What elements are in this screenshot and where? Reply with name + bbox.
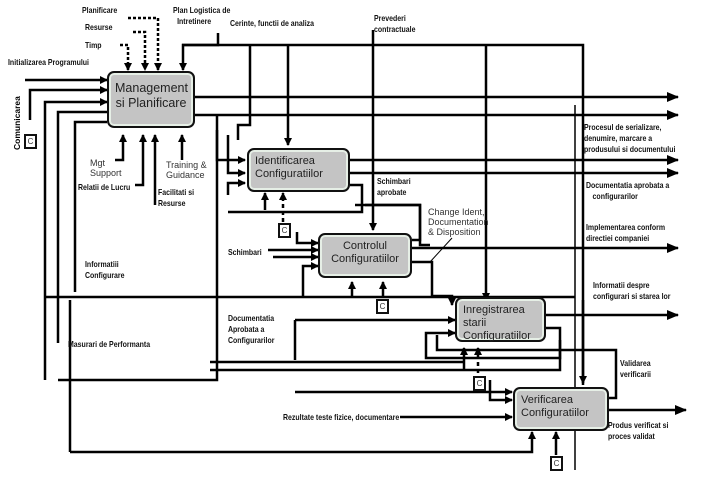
- control-c-inregistrare: C: [473, 376, 486, 391]
- to-ident-2: [226, 135, 246, 177]
- label-change-3: & Disposition: [428, 227, 481, 237]
- label-validarea-1: Validarea: [620, 358, 651, 368]
- input-4: [56, 110, 107, 343]
- top-bus: [182, 43, 585, 385]
- mech-relatii: [135, 134, 147, 187]
- ctrl-out-2: [412, 260, 456, 306]
- change-ident-leader: [429, 237, 453, 263]
- label-informatii-2: Configurare: [85, 270, 125, 280]
- label-produs-1: Produs verificat si: [608, 420, 669, 430]
- label-out-proces-2: denumire, marcare a: [584, 133, 653, 143]
- label-plan-logistica-2: Intretinere: [177, 16, 212, 26]
- label-relatii: Relatii de Lucru: [78, 182, 131, 192]
- ctrl-planificare: [128, 16, 162, 71]
- control-c-verificare: C: [550, 456, 563, 471]
- label-initializare: Initializarea Programului: [8, 57, 89, 67]
- label-out-info-2: configurari si starea lor: [593, 291, 671, 301]
- label-change-1: Change Ident,: [428, 207, 485, 217]
- label-schimbari-aprobate-2: aprobate: [377, 187, 407, 197]
- label-change-2: Documentation: [428, 217, 489, 227]
- label-prevederi-1: Prevederi: [374, 13, 406, 23]
- cerinte-line: [236, 45, 252, 140]
- label-comunicarea: Comunicarea: [12, 96, 22, 150]
- label-facilitati-2: Resurse: [158, 198, 186, 208]
- label-documentatia-3: Configurarilor: [228, 335, 275, 345]
- label-out-doc-1: Documentatia aprobata a: [586, 180, 670, 190]
- label-mgt-support-2: Support: [90, 168, 122, 178]
- ctrl-plan-logistica: [179, 33, 220, 71]
- label-schimbari: Schimbari: [228, 247, 262, 257]
- label-out-doc-2: configurarilor: [592, 191, 638, 201]
- verif-loop: [435, 335, 618, 400]
- ctrl-resurse: [133, 30, 149, 71]
- mech-mgt-support: [115, 134, 127, 162]
- label-training: Training &Guidance: [166, 160, 207, 180]
- label-produs-2: proces validat: [608, 431, 655, 441]
- control-c-identificare: C: [278, 223, 291, 238]
- input-2: [28, 86, 108, 120]
- ctrl-timp: [120, 43, 132, 71]
- label-documentatia-1: Documentatia: [228, 313, 275, 323]
- ctrl-in-4: [301, 262, 319, 296]
- label-prevederi-2: contractuale: [374, 24, 416, 34]
- label-facilitati-1: Facilitati si: [158, 187, 195, 197]
- label-resurse: Resurse: [85, 22, 113, 32]
- ident-loop: [228, 183, 364, 214]
- label-schimbari-aprobate-1: Schimbari: [377, 176, 411, 186]
- bus-left: [58, 130, 219, 382]
- label-training-2: Guidance: [166, 170, 205, 180]
- label-out-impl-1: Implementarea conform: [586, 222, 666, 232]
- verif-mech-1: [70, 431, 536, 454]
- label-cerinte: Cerinte, functii de analiza: [230, 18, 315, 28]
- control-c-management: C: [24, 134, 37, 149]
- to-ident-1: [215, 115, 246, 164]
- box-verificare[interactable]: Verificarea Configuratiilor: [513, 387, 609, 431]
- label-out-info-1: Informatii despre: [593, 280, 650, 290]
- input-5: [73, 120, 107, 292]
- label-masurari: Masurari de Performanta: [68, 339, 151, 349]
- input-3: [43, 98, 108, 380]
- box-identificare[interactable]: Identificarea Configuratiilor: [247, 148, 350, 192]
- ctrl-in-3: [295, 232, 319, 247]
- label-out-proces-3: produsului si documentului: [584, 144, 676, 154]
- label-training-1: Training &: [166, 160, 207, 170]
- to-verif-2: [488, 380, 513, 404]
- label-informatii-1: Informatiii: [85, 259, 119, 269]
- box-inregistrare[interactable]: Inregistrarea starii Configuratiilor: [455, 297, 546, 342]
- to-ident-3: [226, 179, 246, 195]
- box-management[interactable]: Management si Planificare: [107, 71, 195, 128]
- label-change-ident: Change Ident,Documentation& Disposition: [428, 207, 489, 237]
- label-documentatia-2: Aprobata a: [228, 324, 265, 334]
- ctrl-loop-top: [365, 203, 422, 242]
- label-planificare: Planificare: [82, 5, 118, 15]
- inreg-loop: [424, 326, 562, 360]
- label-rezultate: Rezultate teste fizice, documentare: [283, 412, 400, 422]
- control-c-control: C: [376, 299, 389, 314]
- label-out-impl-2: directiei companiei: [586, 233, 650, 243]
- label-out-proces: Procesul de serializare,denumire, marcar…: [584, 122, 675, 155]
- label-out-proces-1: Procesul de serializare,: [584, 122, 662, 132]
- label-plan-logistica-1: Plan Logistica de: [173, 5, 231, 15]
- box-control[interactable]: Controlul Configuratiilor: [318, 233, 412, 278]
- label-timp: Timp: [85, 40, 102, 50]
- label-validarea-2: verificarii: [620, 369, 652, 379]
- label-mgt-support-1: Mgt: [90, 158, 106, 168]
